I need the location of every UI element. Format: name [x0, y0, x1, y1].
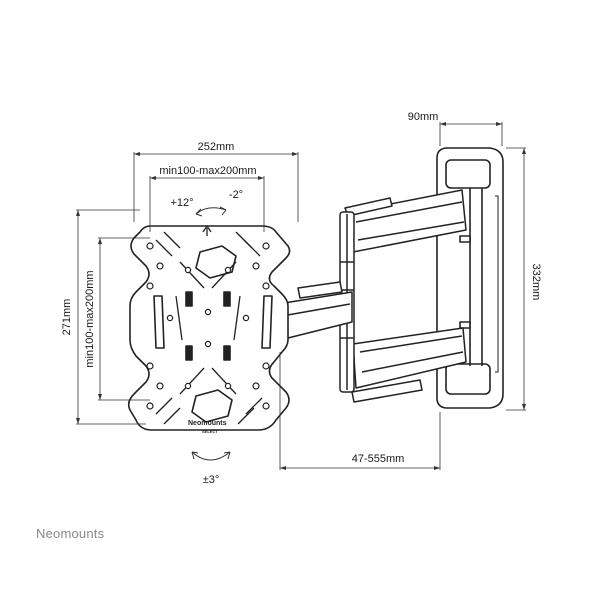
dim-rotation: ±3° [203, 474, 220, 486]
plate-logo-sub: SELECT [202, 429, 218, 434]
dim-tilt-up: +12° [170, 197, 193, 209]
dimension-arrowheads [76, 122, 526, 470]
dim-plate-height: 271mm [61, 299, 73, 336]
dim-vesa-horizontal: min100-max200mm [159, 165, 256, 177]
rotation-arc-icon [191, 451, 231, 461]
tilt-arc-icon [195, 206, 227, 217]
tv-mounting-plate [127, 225, 291, 431]
footer-brand-logo: Neomounts [36, 526, 105, 541]
dim-vesa-vertical: min100-max200mm [84, 270, 96, 367]
dim-tilt-down: -2° [229, 189, 243, 201]
dim-extension: 47-555mm [352, 453, 405, 465]
dim-plate-width: 252mm [198, 141, 235, 153]
dimension-lines [76, 122, 526, 470]
wall-plate [436, 147, 504, 409]
dim-wall-plate-depth: 90mm [408, 111, 439, 123]
swing-arms [277, 189, 467, 403]
plate-logo-brand: Neomounts [188, 420, 227, 427]
dim-wall-plate-height: 332mm [530, 264, 542, 301]
